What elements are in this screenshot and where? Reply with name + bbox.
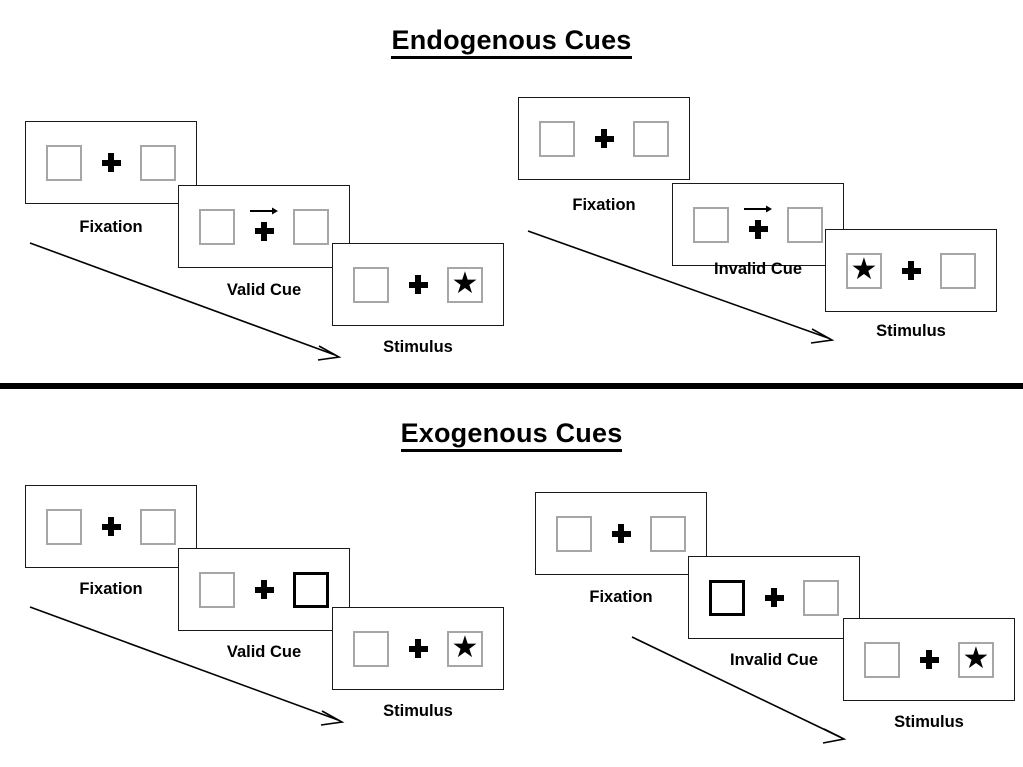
caption-endogenous-valid-fixation: Fixation — [79, 218, 143, 236]
stim-box-left-cued — [709, 579, 745, 616]
stim-box-left — [864, 641, 900, 678]
stim-box-right — [293, 208, 329, 245]
panel-exogenous-invalid-stimulus: ★ — [843, 618, 1015, 701]
fixation-zone — [581, 117, 627, 161]
panel-endogenous-invalid-cue — [672, 183, 844, 266]
stim-box-left — [693, 206, 729, 243]
panel-exogenous-valid-fixation — [25, 485, 197, 568]
fixation-zone — [888, 249, 934, 293]
fixation-zone — [751, 576, 797, 620]
section-divider — [0, 383, 1023, 389]
caption-exogenous-valid-cue: Valid Cue — [226, 643, 302, 661]
section-title-endogenous: Endogenous Cues — [0, 25, 1023, 59]
stim-box-left — [46, 508, 82, 545]
caption-exogenous-invalid-cue: Invalid Cue — [729, 651, 819, 669]
panel-endogenous-valid-stimulus: ★ — [332, 243, 504, 326]
caption-exogenous-invalid-fixation: Fixation — [589, 588, 653, 606]
panel-endogenous-invalid-fixation — [518, 97, 690, 180]
stim-box-left — [46, 144, 82, 181]
caption-endogenous-invalid-stimulus: Stimulus — [876, 322, 946, 340]
fixation-zone — [395, 627, 441, 671]
section-title-exogenous: Exogenous Cues — [0, 418, 1023, 452]
panel-exogenous-invalid-cue — [688, 556, 860, 639]
caption-exogenous-valid-fixation: Fixation — [79, 580, 143, 598]
fixation-cross-icon — [101, 517, 121, 536]
section-title-endogenous-text: Endogenous Cues — [391, 25, 632, 59]
section-title-exogenous-text: Exogenous Cues — [400, 418, 623, 452]
fixation-cross-icon — [254, 580, 274, 599]
panel-exogenous-valid-cue — [178, 548, 350, 631]
stim-box-right — [140, 144, 176, 181]
stim-box-right — [940, 252, 976, 289]
caption-exogenous-valid-stimulus: Stimulus — [383, 702, 453, 720]
fixation-zone — [906, 638, 952, 682]
panel-endogenous-invalid-stimulus: ★ — [825, 229, 997, 312]
panel-endogenous-valid-cue — [178, 185, 350, 268]
stim-box-left — [539, 120, 575, 157]
cue-arrow-right-icon — [743, 204, 773, 214]
caption-endogenous-invalid-fixation: Fixation — [572, 196, 636, 214]
stim-box-left — [199, 208, 235, 245]
fixation-cross-icon — [611, 524, 631, 543]
fixation-cross-icon — [919, 650, 939, 669]
caption-endogenous-invalid-cue: Invalid Cue — [713, 260, 803, 278]
fixation-cross-icon — [408, 639, 428, 658]
fixation-zone — [241, 205, 287, 249]
fixation-zone — [88, 141, 134, 185]
star-target-icon: ★ — [451, 630, 479, 664]
panel-exogenous-invalid-fixation — [535, 492, 707, 575]
fixation-cross-icon — [594, 129, 614, 148]
stim-box-left: ★ — [846, 252, 882, 289]
stim-box-left — [556, 515, 592, 552]
fixation-zone — [395, 263, 441, 307]
stim-box-right: ★ — [447, 266, 483, 303]
panel-endogenous-valid-fixation — [25, 121, 197, 204]
fixation-cross-icon — [408, 275, 428, 294]
fixation-cross-icon — [101, 153, 121, 172]
fixation-cross-icon — [764, 588, 784, 607]
star-target-icon: ★ — [962, 641, 990, 675]
fixation-zone — [241, 568, 287, 612]
fixation-cross-icon — [254, 221, 274, 241]
stim-box-right: ★ — [958, 641, 994, 678]
star-target-icon: ★ — [451, 266, 479, 300]
stim-box-right-cued — [293, 571, 329, 608]
cue-arrow-right-icon — [249, 206, 279, 216]
fixation-cross-icon — [901, 261, 921, 280]
fixation-zone — [735, 203, 781, 247]
stim-box-left — [353, 630, 389, 667]
stim-box-left — [353, 266, 389, 303]
caption-exogenous-invalid-stimulus: Stimulus — [894, 713, 964, 731]
stim-box-right — [633, 120, 669, 157]
stim-box-right — [650, 515, 686, 552]
caption-endogenous-valid-stimulus: Stimulus — [383, 338, 453, 356]
stim-box-right — [803, 579, 839, 616]
stim-box-right: ★ — [447, 630, 483, 667]
star-target-icon: ★ — [850, 252, 878, 286]
fixation-zone — [88, 505, 134, 549]
fixation-zone — [598, 512, 644, 556]
stim-box-right — [787, 206, 823, 243]
panel-exogenous-valid-stimulus: ★ — [332, 607, 504, 690]
caption-endogenous-valid-cue: Valid Cue — [226, 281, 302, 299]
stim-box-right — [140, 508, 176, 545]
fixation-cross-icon — [748, 219, 768, 239]
stim-box-left — [199, 571, 235, 608]
